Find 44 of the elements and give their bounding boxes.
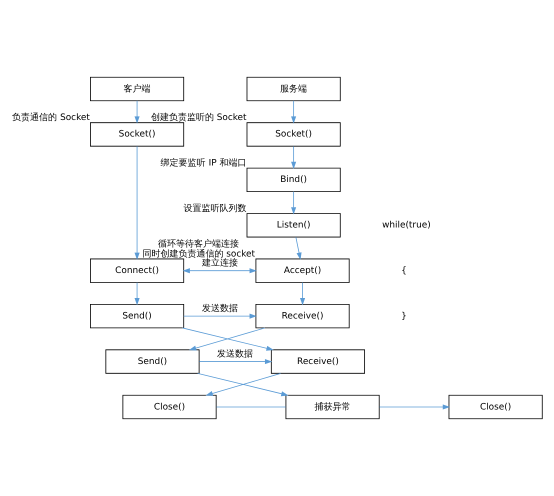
node-box: Bind() bbox=[246, 168, 341, 192]
node-box: Send() bbox=[105, 349, 200, 374]
node-box: 捕获异常 bbox=[286, 394, 380, 420]
arrow bbox=[134, 146, 140, 260]
arrow bbox=[182, 268, 257, 274]
node-box: Receive() bbox=[270, 349, 366, 374]
arrow bbox=[291, 191, 296, 214]
arrow bbox=[183, 314, 257, 319]
arrow bbox=[134, 282, 140, 306]
node-box: Close() bbox=[448, 394, 543, 420]
arrow bbox=[188, 328, 266, 351]
node-box: Send() bbox=[90, 304, 184, 328]
label: while(true) bbox=[382, 220, 431, 231]
node-box: Socket() bbox=[90, 122, 184, 147]
node-box: Connect() bbox=[90, 258, 184, 283]
arrow bbox=[197, 372, 289, 396]
edge-label: 发送数据 bbox=[202, 304, 238, 314]
arrow bbox=[206, 373, 281, 396]
node-box: Receive() bbox=[256, 304, 350, 328]
node-box: 服务端 bbox=[246, 76, 341, 102]
edge-label: 发送数据 bbox=[217, 350, 254, 360]
label: } bbox=[401, 311, 407, 322]
node-label: 循环等待客户端连接 bbox=[158, 240, 240, 250]
connector bbox=[216, 406, 286, 408]
node-box: 客户端 bbox=[90, 76, 184, 102]
node-box: Socket() bbox=[246, 122, 341, 147]
arrow bbox=[291, 100, 296, 124]
arrow bbox=[182, 328, 274, 351]
label: { bbox=[401, 266, 407, 276]
node-box: Accept() bbox=[256, 258, 350, 283]
node-label: 同时创建负责通信的 socket bbox=[142, 249, 256, 260]
arrow bbox=[300, 282, 306, 306]
arrow bbox=[291, 146, 296, 170]
node-box: Listen() bbox=[246, 213, 341, 238]
arrow bbox=[295, 236, 302, 260]
node-label: 设置监听队列数 bbox=[183, 204, 246, 214]
node-label: 负责通信的 Socket bbox=[12, 113, 90, 124]
arrow bbox=[378, 404, 450, 410]
node-box: Close() bbox=[122, 394, 217, 420]
arrow bbox=[134, 100, 140, 124]
node-label: 绑定要监听 IP 和端口 bbox=[160, 158, 246, 168]
edge-label: 建立连接 bbox=[202, 258, 238, 269]
arrow bbox=[198, 359, 272, 364]
node-label: 创建负责监听的 Socket bbox=[150, 113, 247, 124]
